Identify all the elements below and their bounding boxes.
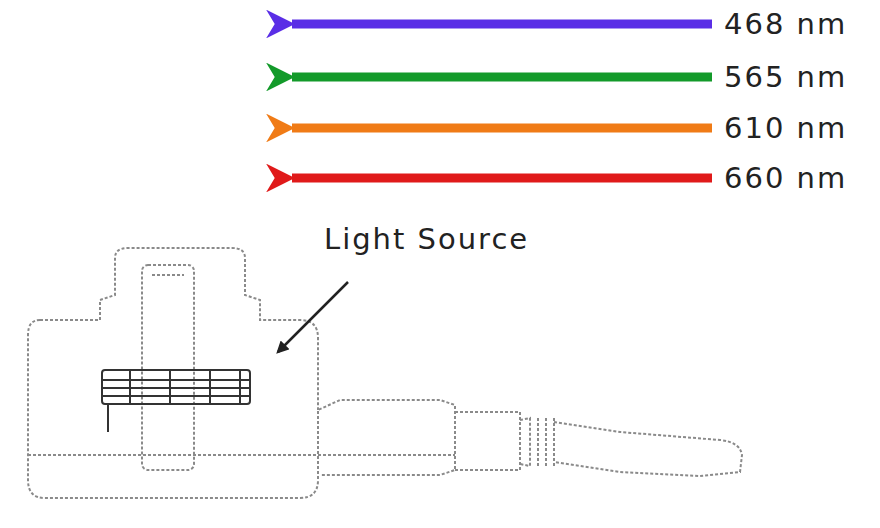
part-label: Light Source — [324, 225, 529, 254]
wavelength-label: 660 nm — [724, 164, 847, 193]
wavelength-label: 610 nm — [724, 114, 847, 143]
wavelength-arrows — [292, 24, 712, 178]
wavelength-label: 565 nm — [724, 63, 847, 92]
leader-line — [278, 282, 348, 352]
device-outline — [28, 248, 742, 498]
light-source-tube — [102, 370, 250, 432]
wavelength-label: 468 nm — [724, 10, 847, 39]
